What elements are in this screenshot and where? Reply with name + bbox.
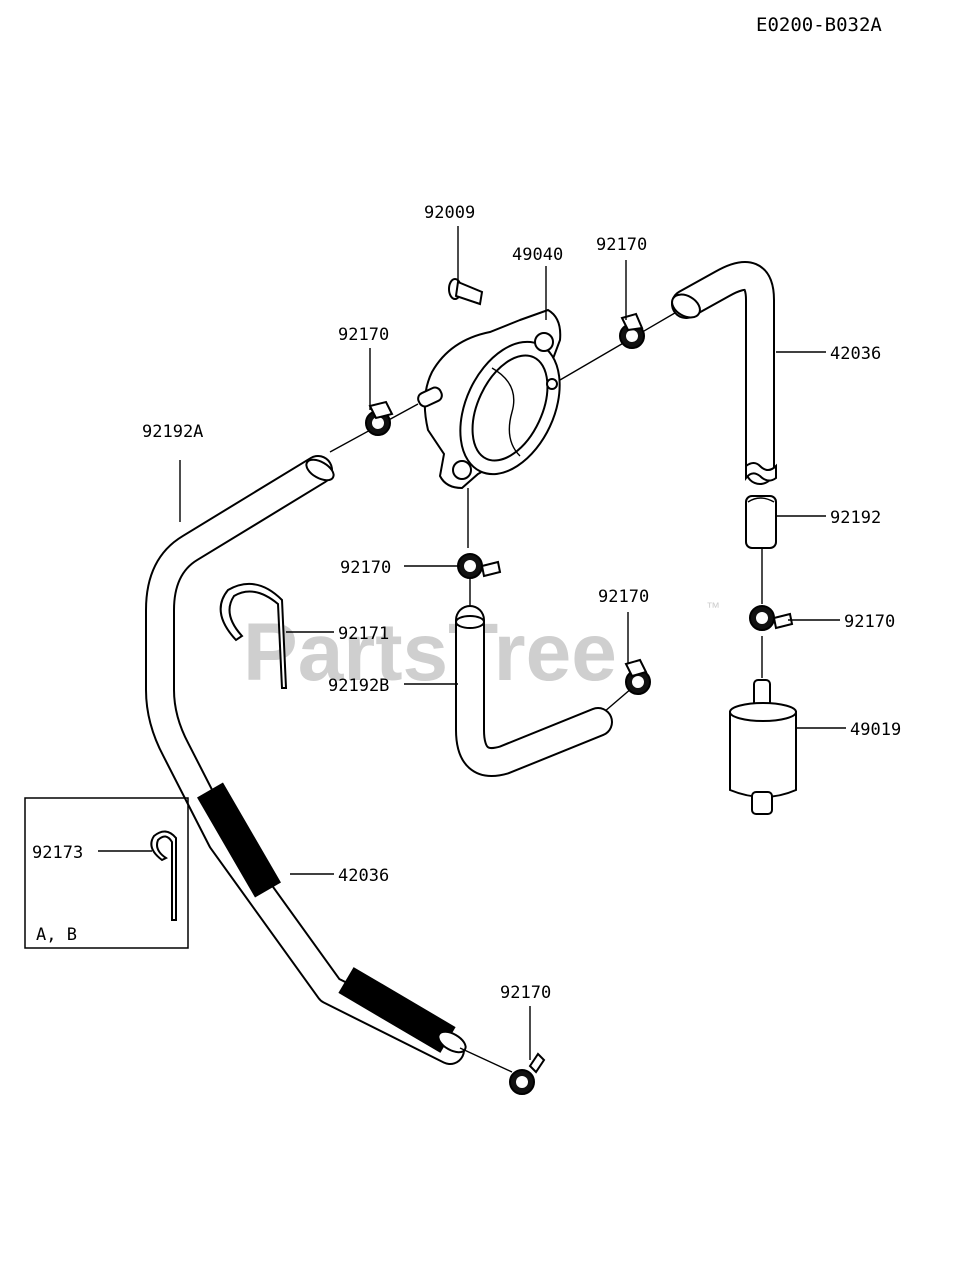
- label-92173: 92173: [32, 843, 83, 863]
- label-49040: 49040: [512, 245, 563, 265]
- inset-note: A, B: [36, 925, 77, 945]
- hose-clamp-92170-left[interactable]: [365, 400, 394, 436]
- diagram-code: E0200-B032A: [756, 14, 882, 36]
- label-92170-bottom: 92170: [500, 983, 551, 1003]
- watermark-trademark: ™: [706, 599, 720, 615]
- clamp-92171[interactable]: [219, 583, 288, 689]
- label-92170-left: 92170: [338, 325, 389, 345]
- hose-clamp-92170-mid2[interactable]: [624, 658, 651, 695]
- label-49019: 49019: [850, 720, 901, 740]
- watermark: PartsTree: [243, 607, 617, 698]
- label-92170-right: 92170: [844, 612, 895, 632]
- clip-92173[interactable]: [150, 830, 177, 921]
- hose-clamp-92170-mid[interactable]: [457, 553, 502, 579]
- fuel-filter-49019[interactable]: [729, 679, 797, 815]
- label-92192B: 92192B: [328, 676, 389, 696]
- hose-clamp-92170-bottom[interactable]: [509, 1052, 546, 1095]
- label-92009: 92009: [424, 203, 475, 223]
- label-42036-right: 42036: [830, 344, 881, 364]
- label-92170-mid: 92170: [340, 558, 391, 578]
- label-42036-bottom: 42036: [338, 866, 389, 886]
- sleeve-92192[interactable]: [745, 495, 777, 549]
- label-92192: 92192: [830, 508, 881, 528]
- inset-box: 92173 A, B: [24, 797, 189, 949]
- label-92192A: 92192A: [142, 422, 203, 442]
- fuel-pump-49040[interactable]: [416, 308, 579, 490]
- bolt-92009[interactable]: [448, 278, 484, 306]
- label-92170-mid2: 92170: [598, 587, 649, 607]
- hose-92192B[interactable]: [455, 605, 613, 777]
- hose-clamp-92170-top[interactable]: [619, 312, 645, 349]
- hose-42036-long[interactable]: [145, 455, 469, 1065]
- label-92171: 92171: [338, 624, 389, 644]
- hose-clamp-92170-right[interactable]: [749, 605, 794, 631]
- hose-42036-right[interactable]: [668, 261, 777, 485]
- label-92170-top: 92170: [596, 235, 647, 255]
